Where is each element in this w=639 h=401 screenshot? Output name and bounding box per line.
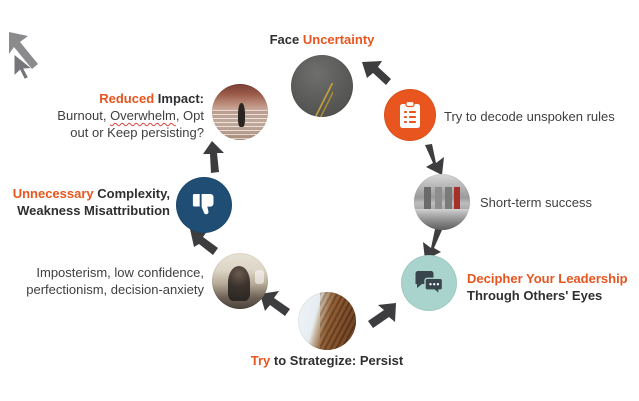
- label-complexity-line1: Unnecessary Complexity,: [2, 185, 170, 202]
- label-short-term-success-text: Short-term success: [480, 195, 592, 210]
- arrow-to-strategize: [368, 303, 396, 328]
- label-imposterism: Imposterism, low confidence, perfectioni…: [8, 264, 204, 298]
- label-reduced-impact: Reduced Impact: Burnout, Overwhelm, Opt …: [20, 90, 204, 141]
- speech-bubble-icon: [415, 271, 444, 296]
- label-short-term-success: Short-term success: [480, 194, 592, 211]
- label-complexity-line2: Weakness Misattribution: [17, 203, 170, 219]
- rust-grain: [320, 292, 356, 350]
- label-unnecessary-complexity: Unnecessary Complexity, Weakness Misattr…: [2, 185, 170, 219]
- thumbs-down-icon: [192, 194, 214, 215]
- label-decipher-line2: Through Others' Eyes: [467, 288, 603, 304]
- label-decipher-leadership: Decipher Your Leadership Through Others'…: [467, 270, 628, 304]
- arrow-to-imposterism: [260, 291, 290, 316]
- mouse-cursor-icon: [13, 52, 34, 81]
- decode-rules-circle[interactable]: [384, 89, 436, 141]
- decipher-leadership-circle[interactable]: [401, 255, 457, 311]
- label-reduced-part1: Reduced: [99, 91, 155, 106]
- desk-lamp: [254, 269, 264, 285]
- label-imposterism-line2: perfectionism, decision-anxiety: [26, 282, 204, 298]
- foggy-road-photo: [291, 55, 353, 117]
- label-face-uncertainty-part1: Face: [269, 32, 303, 47]
- label-complexity-part2: Complexity,: [93, 186, 170, 201]
- label-face-uncertainty: Face Uncertainty: [262, 31, 382, 48]
- road-lane-marking: [314, 82, 334, 117]
- label-reduced-line2-c: , Opt: [175, 108, 204, 124]
- label-strategize-persist: Try to Strategize: Persist: [237, 352, 417, 369]
- label-reduced-line2-b: Overwhelm: [110, 108, 176, 124]
- label-face-uncertainty-part2: Uncertainty: [302, 32, 375, 47]
- label-strategize-part2: to Strategize: Persist: [270, 353, 404, 368]
- label-reduced-line2: Burnout, Overwhelm, Opt: [20, 107, 204, 124]
- label-strategize-part1: Try: [250, 353, 271, 368]
- arrow-to-reduced: [203, 141, 224, 173]
- label-reduced-line2-a: Burnout,: [57, 108, 111, 124]
- label-decode-rules-text: Try to decode unspoken rules: [444, 109, 615, 124]
- arrow-to-decode: [362, 61, 391, 85]
- person-at-desk-photo: [212, 253, 268, 309]
- label-complexity-part1: Unnecessary: [12, 186, 94, 201]
- arrow-to-complexity: [190, 229, 218, 255]
- bar-2: [434, 187, 442, 209]
- arrow-to-decipher: [423, 229, 442, 260]
- label-reduced-line1: Reduced Impact:: [20, 90, 204, 107]
- label-decode-rules: Try to decode unspoken rules: [444, 108, 615, 125]
- clipboard-icon: [400, 100, 420, 128]
- desk-person: [227, 266, 251, 302]
- unnecessary-complexity-circle[interactable]: [176, 177, 232, 233]
- arrow-to-uncertainty: [9, 32, 38, 69]
- bar-4-red: [453, 187, 461, 209]
- stairs-person-figure: [237, 103, 246, 127]
- metal-bars-photo: [414, 174, 470, 230]
- bar-3: [445, 187, 453, 209]
- label-imposterism-line1: Imposterism, low confidence,: [36, 265, 204, 280]
- bar-1: [424, 187, 432, 209]
- stairs-person-photo: [212, 84, 268, 140]
- arrow-to-success: [425, 144, 444, 175]
- rust-texture-photo: [298, 292, 356, 350]
- label-decipher-line1: Decipher Your Leadership: [467, 271, 628, 286]
- reflection-floor: [414, 208, 470, 230]
- label-reduced-part2: Impact:: [154, 91, 204, 106]
- label-reduced-line3: out or Keep persisting?: [70, 125, 204, 141]
